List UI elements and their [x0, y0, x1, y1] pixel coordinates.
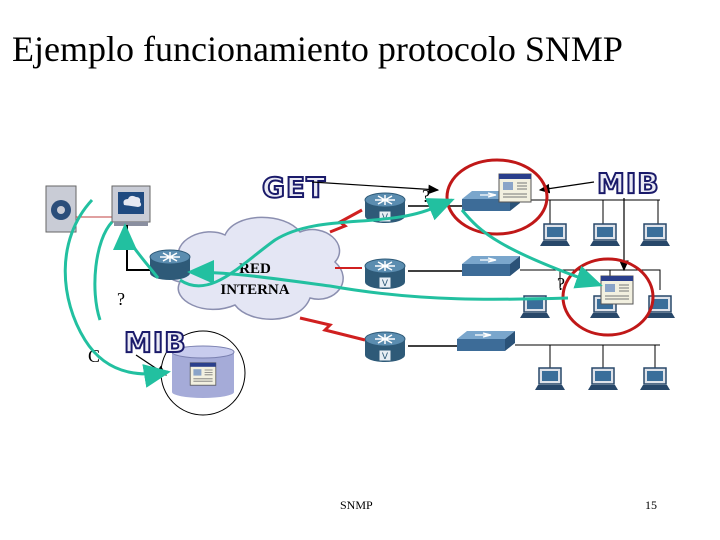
router-middle-label: V: [382, 279, 389, 289]
response-glyph: C: [88, 346, 100, 366]
pc-icon: [589, 223, 621, 247]
question-mark-top: ?: [422, 186, 430, 206]
get-label: GET: [262, 171, 326, 204]
get-arrow: [311, 181, 440, 195]
question-mark-agent: ?: [557, 274, 565, 294]
mib-label-left: MIB: [124, 326, 187, 359]
serial-link-top: [329, 208, 363, 234]
management-station-icon: [111, 185, 151, 226]
snmp-flow-arrows: [63, 198, 603, 388]
switch-middle-icon: [461, 255, 521, 277]
mib-table-top-icon: [498, 173, 532, 203]
pc-icon: [539, 223, 571, 247]
highlight-ring-top: [445, 158, 549, 236]
router-middle-icon: V: [364, 258, 406, 290]
pc-icon: [639, 223, 671, 247]
cloud-label-red: RED: [239, 261, 271, 277]
switch-bottom-icon: [456, 330, 516, 352]
question-mark-left: ?: [117, 289, 125, 309]
router-bottom-icon: V: [364, 331, 406, 363]
mib-database-icon: [160, 330, 246, 416]
pc-icon: [587, 367, 619, 391]
serial-link-bottom: [299, 316, 366, 342]
management-server-icon: [45, 185, 77, 233]
slide-title: Ejemplo funcionamiento protocolo SNMP: [12, 29, 623, 69]
internal-network-cloud: RED INTERNA: [165, 216, 344, 320]
cloud-label-interna: INTERNA: [220, 282, 289, 298]
pc-icon: [639, 367, 671, 391]
footer-topic: SNMP: [340, 498, 373, 512]
mib-label-top: MIB: [597, 167, 660, 200]
footer-page-number: 15: [645, 498, 657, 512]
router-bottom-label: V: [382, 352, 389, 362]
mib-top-arrow: [538, 181, 595, 194]
lan-top: [520, 199, 660, 225]
pc-icon: [534, 367, 566, 391]
mib-table-agent-icon: [600, 275, 634, 305]
